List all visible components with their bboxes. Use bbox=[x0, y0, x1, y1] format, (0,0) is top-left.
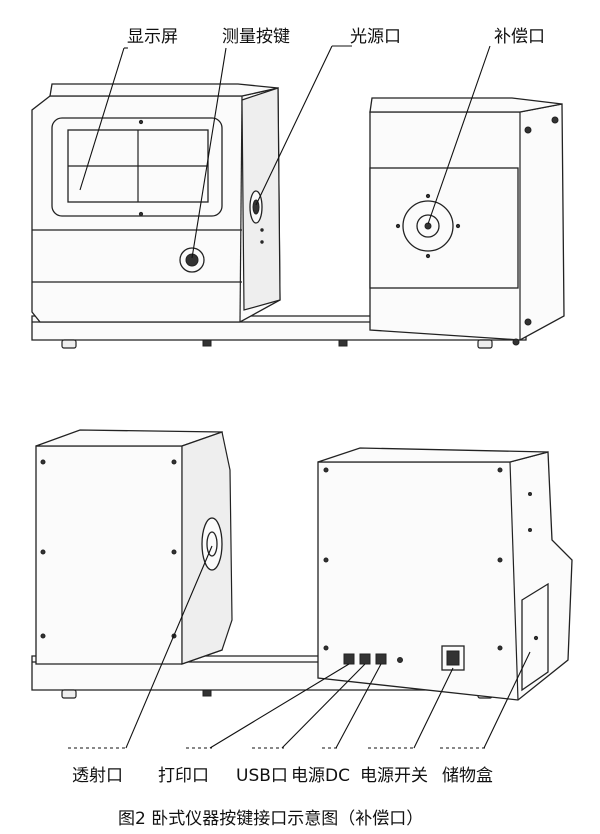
label-storage: 储物盒 bbox=[442, 766, 493, 786]
power-dc-port bbox=[375, 653, 387, 665]
label-print: 打印口 bbox=[158, 766, 209, 786]
bottom-view-rear bbox=[31, 429, 573, 701]
label-compensation: 补偿口 bbox=[494, 27, 545, 47]
label-usb: USB口 bbox=[236, 766, 288, 786]
right-unit-rear-top bbox=[317, 447, 549, 463]
bottom-leader-lines bbox=[68, 545, 531, 749]
top-leader-lines bbox=[79, 45, 491, 259]
label-measure-keys: 测量按键 bbox=[222, 27, 290, 47]
label-transmission: 透射口 bbox=[72, 766, 123, 786]
print-port bbox=[343, 653, 355, 665]
compensation-unit-top bbox=[369, 97, 563, 113]
foot bbox=[61, 689, 77, 699]
main-unit-top bbox=[49, 83, 279, 97]
usb-port bbox=[359, 653, 371, 665]
label-display: 显示屏 bbox=[127, 27, 178, 47]
foot bbox=[61, 339, 77, 349]
foot-screw bbox=[338, 339, 348, 347]
foot-screw bbox=[202, 339, 212, 347]
label-power-switch: 电源开关 bbox=[360, 766, 428, 786]
figure-caption: 图2 卧式仪器按键接口示意图（补偿口） bbox=[118, 809, 424, 829]
label-power-dc: 电源DC bbox=[291, 766, 350, 786]
foot-screw bbox=[202, 689, 212, 697]
foot bbox=[477, 339, 493, 349]
top-view-front bbox=[31, 83, 565, 349]
label-light-source: 光源口 bbox=[350, 27, 401, 47]
